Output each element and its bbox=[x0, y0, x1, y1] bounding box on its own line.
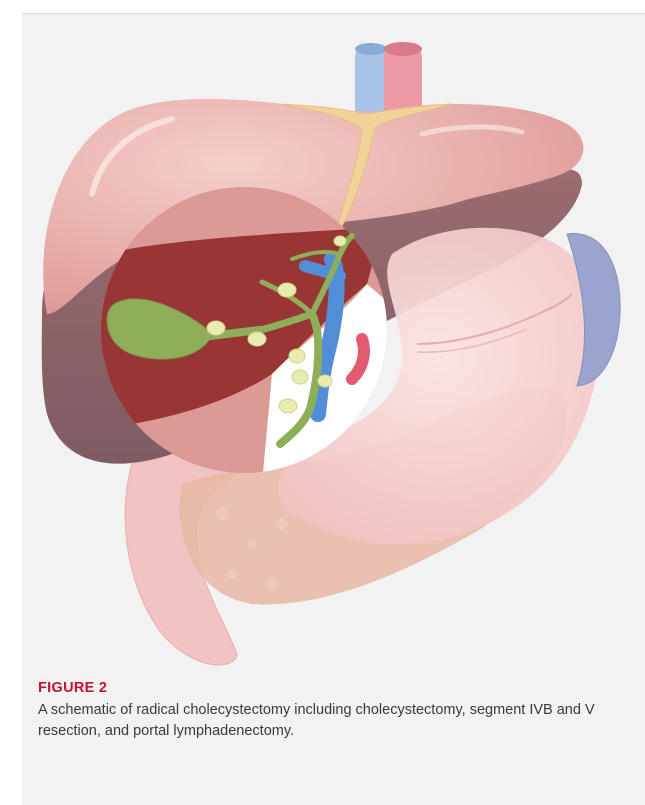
figure-label: FIGURE 2 bbox=[38, 680, 628, 696]
anatomy-illustration bbox=[22, 14, 645, 670]
figure-caption: FIGURE 2 A schematic of radical cholecys… bbox=[38, 680, 628, 742]
figure-caption-text: A schematic of radical cholecystectomy i… bbox=[38, 700, 628, 742]
